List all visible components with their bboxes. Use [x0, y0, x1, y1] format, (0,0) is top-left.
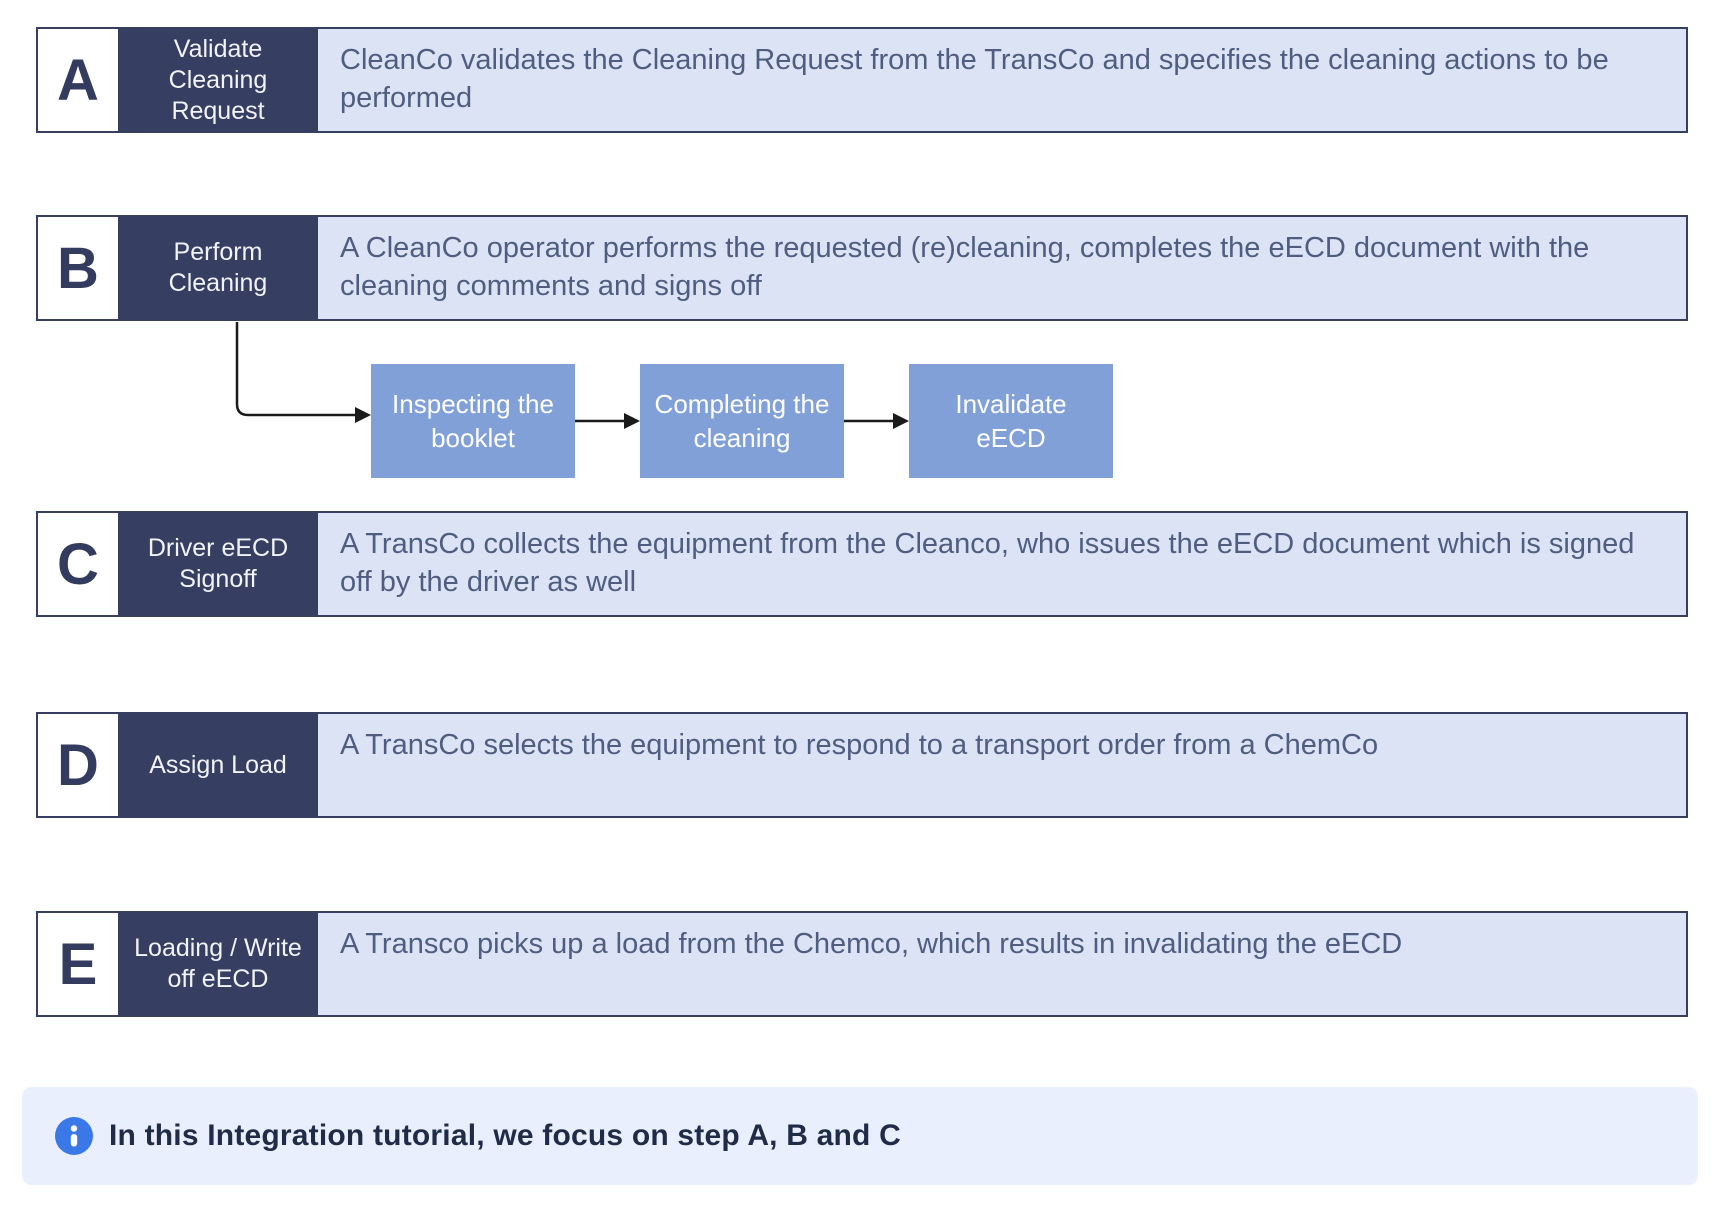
- step-title: Assign Load: [118, 714, 318, 816]
- step-description: A TransCo selects the equipment to respo…: [318, 714, 1686, 816]
- step-letter: E: [38, 913, 118, 1015]
- step-title: Perform Cleaning: [118, 217, 318, 319]
- step-description: A TransCo collects the equipment from th…: [318, 513, 1686, 615]
- step-description: A Transco picks up a load from the Chemc…: [318, 913, 1686, 1015]
- subflow-box-completing-cleaning: Completing the cleaning: [640, 364, 844, 478]
- step-letter: B: [38, 217, 118, 319]
- subflow-box-invalidate-eecd: Invalidate eECD: [909, 364, 1113, 478]
- step-title: Validate Cleaning Request: [118, 29, 318, 131]
- step-row-c: C Driver eECD Signoff A TransCo collects…: [36, 511, 1688, 617]
- step-row-b: B Perform Cleaning A CleanCo operator pe…: [36, 215, 1688, 321]
- step-row-a: A Validate Cleaning Request CleanCo vali…: [36, 27, 1688, 133]
- step-description: CleanCo validates the Cleaning Request f…: [318, 29, 1686, 131]
- subflow-box-inspecting-booklet: Inspecting the booklet: [371, 364, 575, 478]
- step-letter: D: [38, 714, 118, 816]
- step-row-e: E Loading / Write off eECD A Transco pic…: [36, 911, 1688, 1017]
- step-description: A CleanCo operator performs the requeste…: [318, 217, 1686, 319]
- step-row-d: D Assign Load A TransCo selects the equi…: [36, 712, 1688, 818]
- step-title: Loading / Write off eECD: [118, 913, 318, 1015]
- info-note-banner: In this Integration tutorial, we focus o…: [22, 1087, 1698, 1185]
- note-text: In this Integration tutorial, we focus o…: [109, 1119, 901, 1152]
- step-title: Driver eECD Signoff: [118, 513, 318, 615]
- info-icon: [55, 1117, 93, 1155]
- step-letter: C: [38, 513, 118, 615]
- step-letter: A: [38, 29, 118, 131]
